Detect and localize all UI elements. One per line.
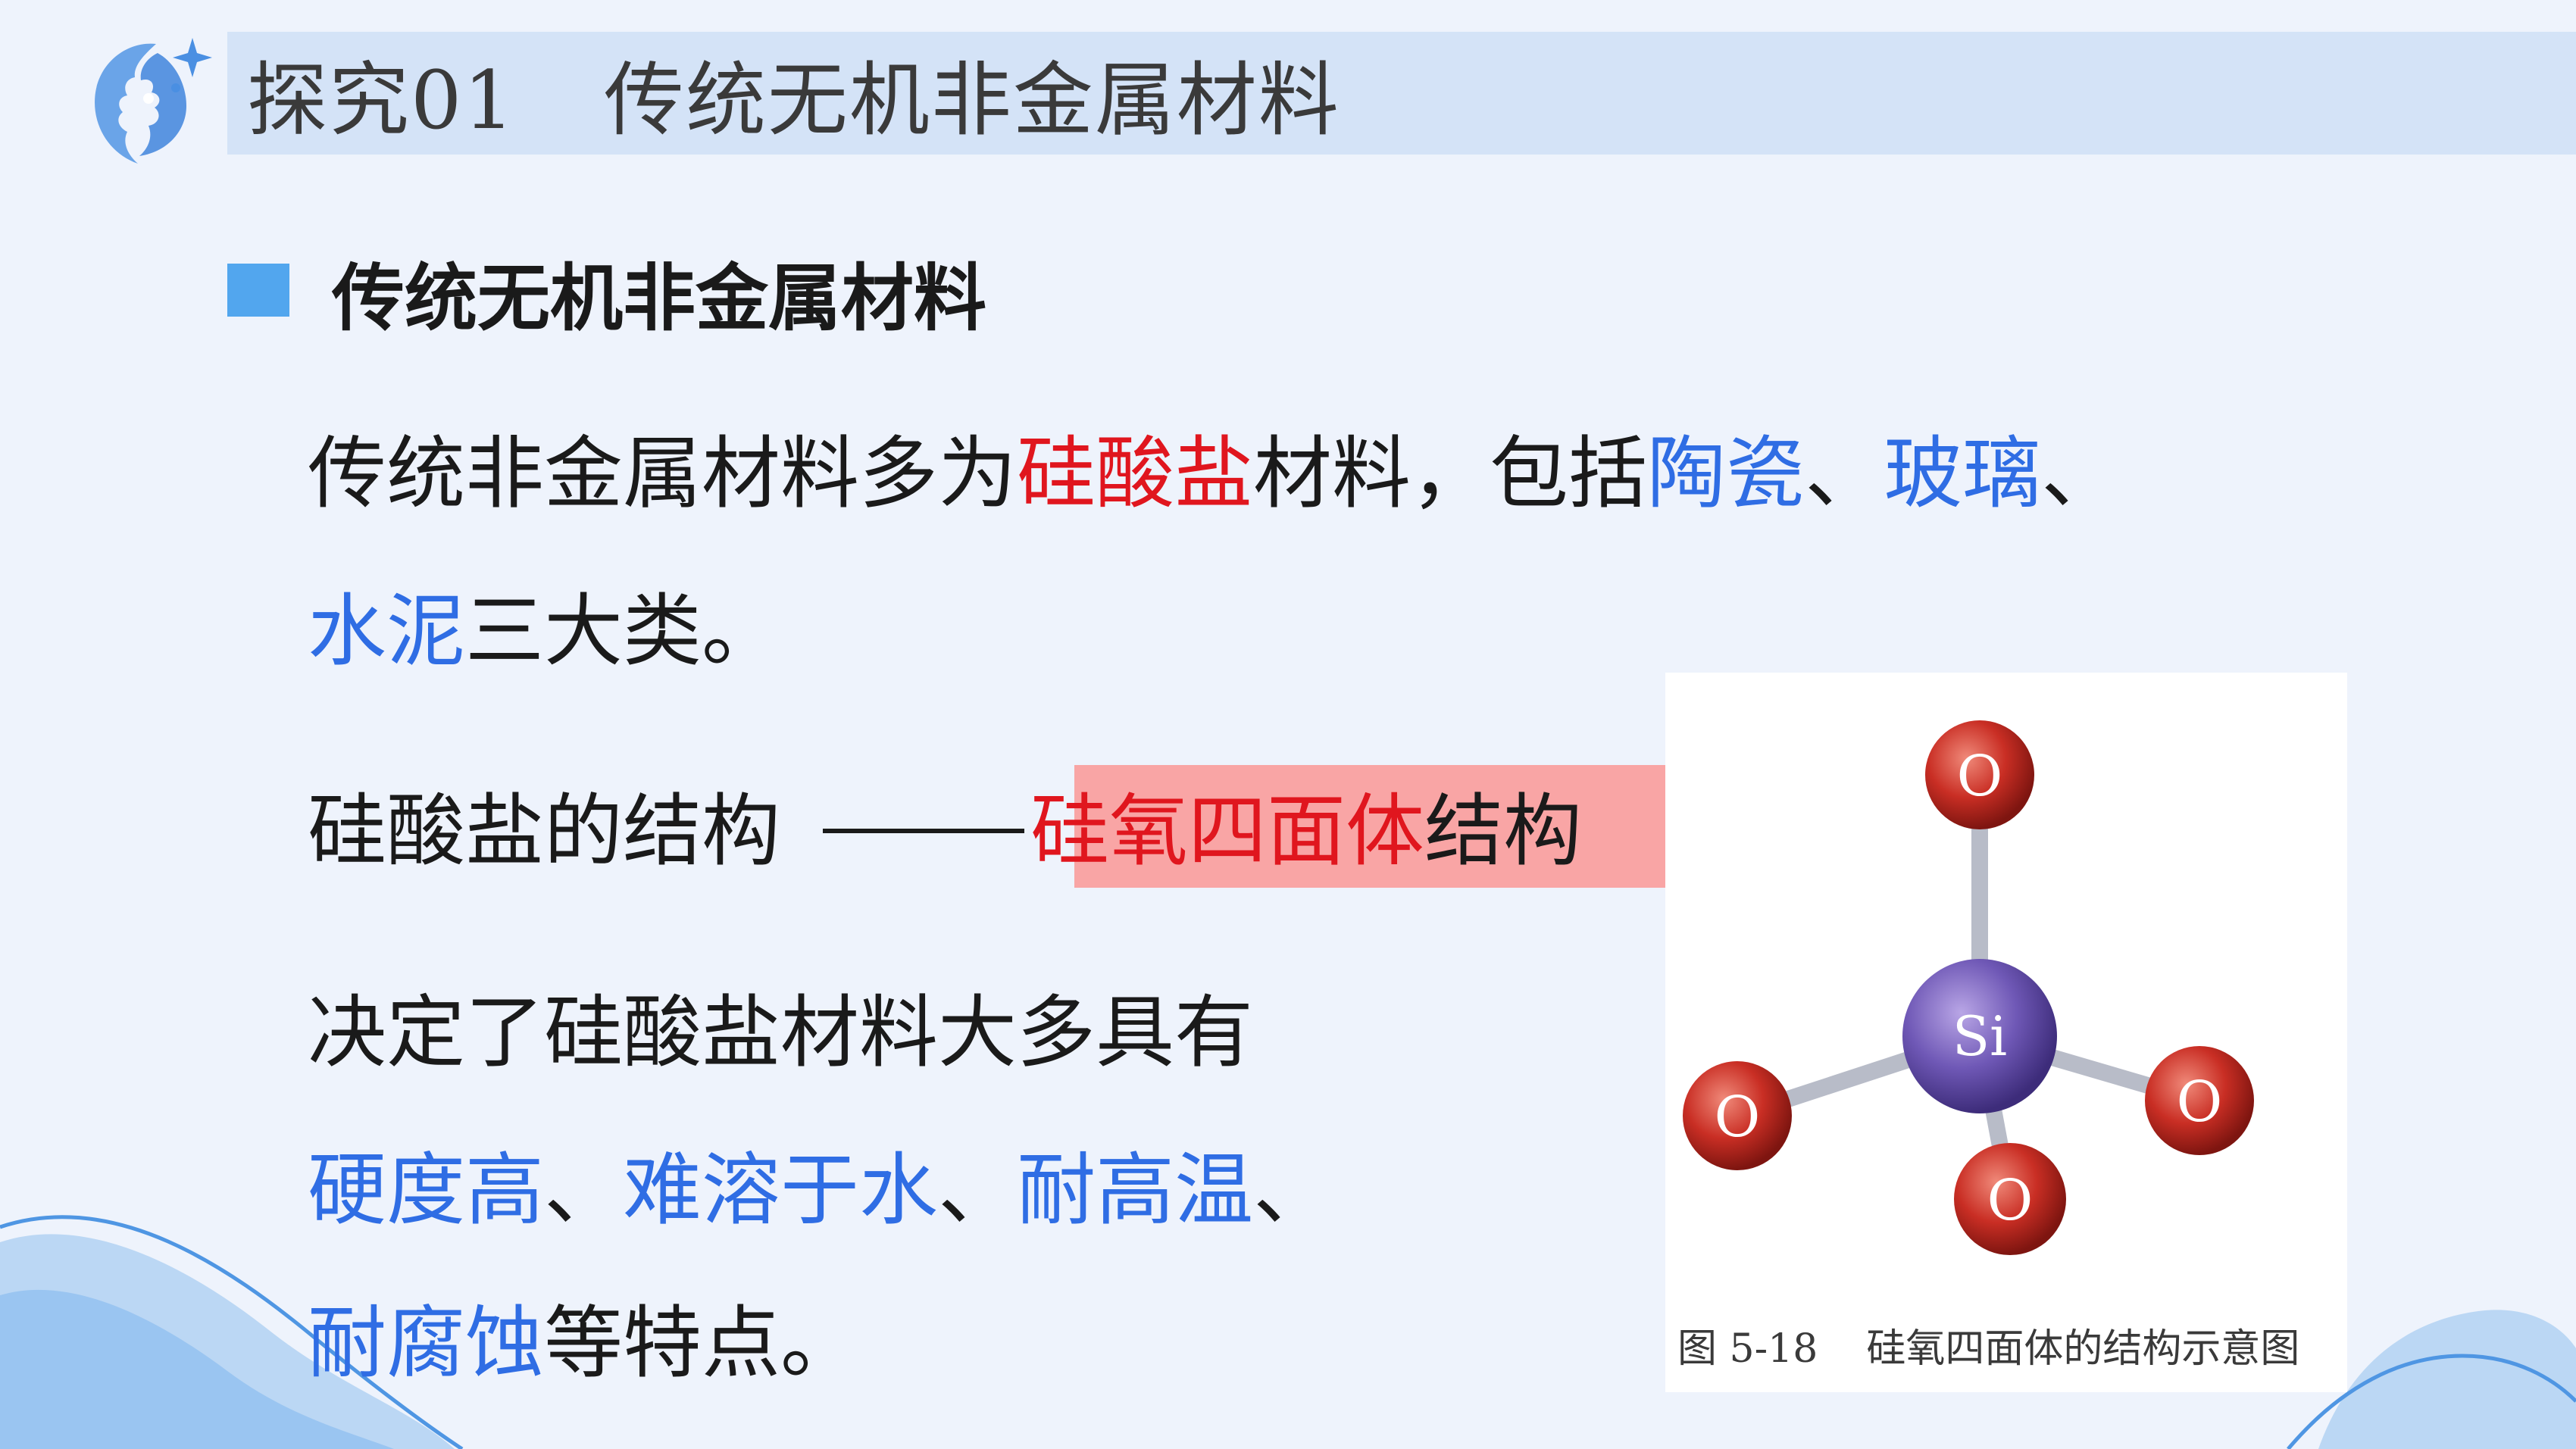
- keyword-heat-resistant: 耐高温: [1017, 1144, 1254, 1236]
- title-band: [227, 32, 2576, 155]
- oxygen-atom-top: O: [1925, 720, 2034, 829]
- section-heading: 传统无机非金属材料: [332, 255, 986, 341]
- silicon-atom: Si: [1902, 959, 2057, 1113]
- header-title-text: 传统无机非金属材料: [603, 54, 1340, 147]
- keyword-hardness: 硬度高: [308, 1144, 545, 1236]
- text-run: 、: [1253, 1144, 1333, 1236]
- structure-line: 硅酸盐的结构 硅氧四面体结构: [308, 782, 1582, 880]
- paragraph-line-1: 传统非金属材料多为硅酸盐材料，包括陶瓷、玻璃、: [308, 424, 2120, 523]
- paragraph-line-2: 水泥三大类。: [308, 582, 780, 680]
- section-tag: 探究01: [247, 54, 516, 147]
- tetrahedron-figure: O O O Si O: [1665, 673, 2347, 1392]
- em-dash-line: [823, 828, 1025, 833]
- caption-number: 图 5-18: [1677, 1326, 1818, 1372]
- highlight-box: [1074, 765, 1741, 888]
- text-run: 、: [938, 1144, 1018, 1236]
- oxygen-atom-bottom: O: [1954, 1143, 2066, 1255]
- keyword-corrosion-resistant: 耐腐蚀: [308, 1297, 545, 1389]
- keyword-glass: 玻璃: [1884, 427, 2042, 520]
- properties-intro: 决定了硅酸盐材料大多具有: [308, 986, 1254, 1079]
- text-run: 材料，包括: [1253, 427, 1648, 520]
- decorative-wave-left: [0, 1215, 464, 1449]
- keyword-silicate: 硅酸盐: [1017, 427, 1254, 520]
- decorative-wave-right: [2287, 1310, 2576, 1449]
- bullet-square-icon: [227, 264, 289, 317]
- properties-line-1: 硬度高、难溶于水、耐高温、: [308, 1141, 1332, 1239]
- silicon-label: Si: [1952, 1004, 2007, 1068]
- properties-line-2: 耐腐蚀等特点。: [308, 1294, 859, 1392]
- text-run: 结构: [1424, 785, 1583, 877]
- text-run: 、: [544, 1144, 624, 1236]
- oxygen-label: O: [1987, 1168, 2034, 1233]
- oxygen-label: O: [1715, 1085, 1761, 1150]
- text-run: 、: [1805, 427, 1884, 520]
- keyword-ceramics: 陶瓷: [1647, 427, 1805, 520]
- structure-label: 硅酸盐的结构: [308, 785, 781, 877]
- oxygen-label: O: [2177, 1070, 2223, 1135]
- keyword-silicon-oxygen-tetrahedron: 硅氧四面体: [1030, 785, 1425, 877]
- keyword-cement: 水泥: [308, 585, 466, 677]
- keyword-insoluble: 难溶于水: [623, 1144, 939, 1236]
- text-run: 等特点。: [544, 1297, 860, 1389]
- oxygen-label: O: [1957, 744, 2003, 809]
- figure-caption: 图 5-18 硅氧四面体的结构示意图: [1677, 1310, 2344, 1379]
- face-star-logo-icon: [95, 38, 212, 164]
- oxygen-atom-right: O: [2145, 1046, 2254, 1155]
- page-title: 探究01 传统无机非金属材料: [247, 44, 1340, 147]
- text-run: 传统非金属材料多为: [308, 427, 1018, 520]
- text-run: 、: [2041, 427, 2121, 520]
- oxygen-atom-left: O: [1683, 1061, 1792, 1170]
- text-run: 三大类。: [465, 585, 781, 677]
- tetrahedron-diagram: O O O Si O: [1683, 720, 2254, 1255]
- caption-text: 硅氧四面体的结构示意图: [1866, 1326, 2300, 1372]
